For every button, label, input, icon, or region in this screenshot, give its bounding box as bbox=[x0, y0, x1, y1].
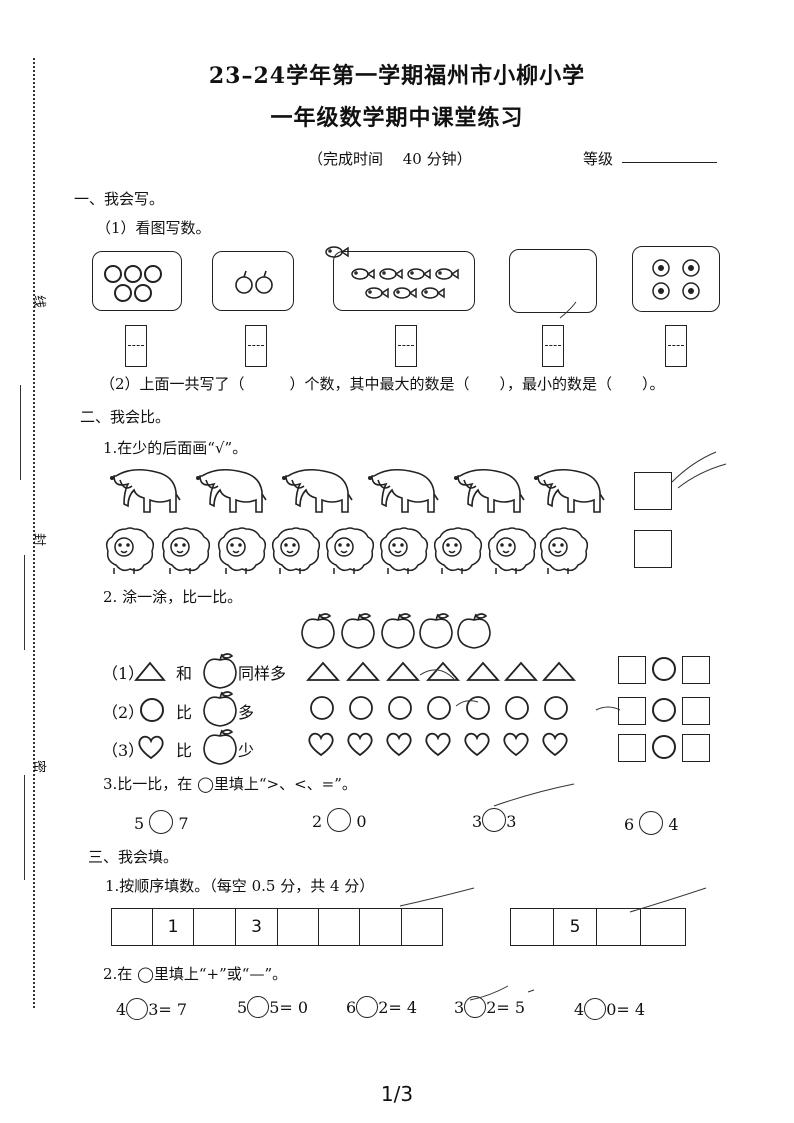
section1-q2: （2）上面一共写了（ ）个数，其中最大的数是（ ），最小的数是（ ）。 bbox=[100, 375, 665, 393]
row2-number: （2） bbox=[102, 703, 145, 722]
section2-q2: 2. 涂一涂，比一比。 bbox=[103, 588, 243, 606]
triangle-row bbox=[306, 661, 576, 681]
answer-box-lions[interactable] bbox=[634, 530, 672, 568]
page-subtitle: 一年级数学期中课堂练习 bbox=[270, 105, 524, 131]
fish-icon bbox=[325, 246, 459, 299]
circle-icon bbox=[140, 698, 164, 722]
digit-box[interactable] bbox=[665, 325, 687, 367]
answer-box-elephants[interactable] bbox=[634, 472, 672, 510]
compare-circle[interactable] bbox=[327, 808, 352, 832]
section2-q3: 3.比一比，在 ◯里填上“>、<、=”。 bbox=[103, 775, 357, 793]
compare-box-right[interactable] bbox=[682, 734, 710, 762]
margin-name-line bbox=[20, 385, 21, 480]
section3-heading: 三、我会填。 bbox=[88, 848, 179, 866]
triangle-icon bbox=[134, 661, 166, 681]
compare-item: 2 0 bbox=[312, 808, 367, 832]
fruit-icon bbox=[235, 270, 273, 294]
page-title: 23–24学年第一学期福州市小柳小学 bbox=[208, 63, 586, 89]
digit-box[interactable] bbox=[125, 325, 147, 367]
compare-circle[interactable] bbox=[652, 735, 676, 759]
operator-circle[interactable] bbox=[464, 996, 487, 1018]
margin-class-line bbox=[24, 555, 25, 650]
operator-circle[interactable] bbox=[247, 996, 270, 1018]
compare-circle[interactable] bbox=[652, 698, 676, 722]
digit-box[interactable] bbox=[395, 325, 417, 367]
grade-label: 等级 bbox=[583, 150, 614, 168]
compare-box-left[interactable] bbox=[618, 656, 646, 684]
compare-circle[interactable] bbox=[149, 810, 174, 834]
digit-box[interactable] bbox=[542, 325, 564, 367]
compare-item: 6 4 bbox=[624, 811, 679, 835]
compare-circle[interactable] bbox=[652, 657, 676, 681]
picture-box-empty bbox=[509, 249, 597, 313]
row2-than: 比 bbox=[176, 703, 193, 722]
section3-q1: 1.按顺序填数。（每空 0.5 分，共 4 分） bbox=[105, 877, 375, 895]
section2-heading: 二、我会比。 bbox=[80, 408, 171, 426]
row3-than: 比 bbox=[176, 741, 193, 760]
compare-item: 5 7 bbox=[134, 810, 189, 834]
sequence-cell[interactable] bbox=[401, 908, 443, 946]
heart-icon bbox=[138, 735, 164, 760]
time-limit: （完成时间 40 分钟） bbox=[308, 150, 472, 168]
picture-box-fruits bbox=[212, 251, 294, 311]
row1-tail: 同样多 bbox=[238, 664, 287, 683]
row1-and: 和 bbox=[176, 664, 193, 683]
soccer-ball-icon bbox=[652, 259, 700, 300]
sequence-cell[interactable] bbox=[640, 908, 686, 946]
grade-blank[interactable] bbox=[622, 162, 717, 163]
compare-box-right[interactable] bbox=[682, 656, 710, 684]
circle-row bbox=[310, 696, 568, 720]
picture-box-fish bbox=[325, 246, 475, 311]
row3-tail: 少 bbox=[238, 741, 255, 760]
compare-box-left[interactable] bbox=[618, 734, 646, 762]
digit-box[interactable] bbox=[245, 325, 267, 367]
compare-circle[interactable] bbox=[639, 811, 664, 835]
compare-box-right[interactable] bbox=[682, 697, 710, 725]
section2-q1: 1.在少的后面画“√”。 bbox=[103, 439, 248, 457]
row2-tail: 多 bbox=[238, 703, 255, 722]
margin-number-line bbox=[24, 775, 25, 880]
section1-q1: （1）看图写数。 bbox=[96, 219, 211, 237]
row1-number: （1） bbox=[102, 664, 145, 683]
binding-dotted-line bbox=[33, 58, 35, 1008]
section3-q2: 2.在 ◯里填上“+”或“—”。 bbox=[103, 965, 288, 983]
page-number: 1/3 bbox=[380, 1082, 414, 1106]
picture-box-circles bbox=[92, 251, 182, 311]
picture-box-balls bbox=[632, 246, 720, 312]
compare-box-left[interactable] bbox=[618, 697, 646, 725]
row3-number: （3） bbox=[102, 741, 145, 760]
operator-circle[interactable] bbox=[584, 998, 607, 1020]
section1-heading: 一、我会写。 bbox=[74, 190, 165, 208]
circles-icon bbox=[104, 265, 162, 302]
operator-circle[interactable] bbox=[356, 996, 379, 1018]
operator-circle[interactable] bbox=[126, 998, 149, 1020]
compare-circle[interactable] bbox=[482, 808, 507, 832]
